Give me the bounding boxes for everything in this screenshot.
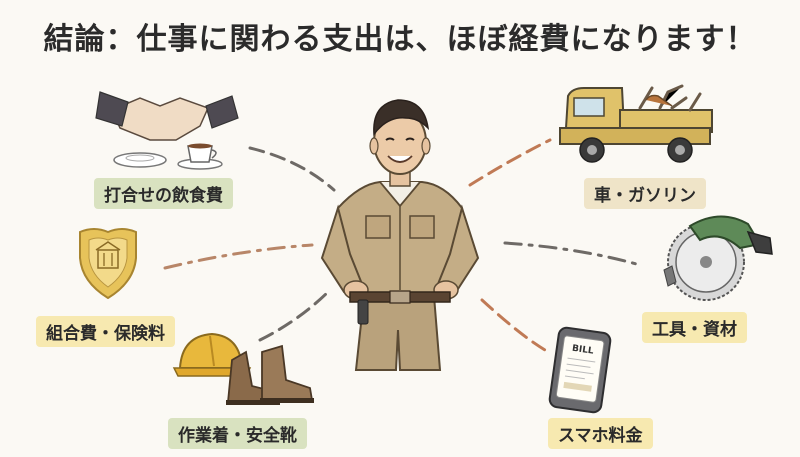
label-tools-materials: 工具・資材 xyxy=(642,312,747,343)
connector-truck xyxy=(468,138,552,187)
label-phone-bill: スマホ料金 xyxy=(548,418,653,449)
label-car-gasoline: 車・ガソリン xyxy=(584,178,706,209)
connector-lines xyxy=(163,138,642,352)
label-union-insurance: 組合費・保険料 xyxy=(36,316,175,347)
connector-meal xyxy=(248,146,336,192)
circular-saw-icon xyxy=(663,215,773,301)
helmet-boots-icon xyxy=(172,332,314,405)
worker-figure xyxy=(320,99,480,371)
connector-workwear xyxy=(258,288,332,342)
page-title: 結論：仕事に関わる支出は、ほぼ経費になります！ xyxy=(43,22,757,57)
shield-emblem-icon xyxy=(79,228,137,300)
connector-tools xyxy=(503,241,642,267)
connector-phone xyxy=(480,298,547,352)
bill-text: BILL xyxy=(571,344,594,357)
truck-icon xyxy=(559,84,713,163)
smartphone-bill-icon: BILL xyxy=(548,326,612,414)
connector-union xyxy=(163,243,314,270)
handshake-coffee-icon xyxy=(95,91,239,170)
label-workwear-boots: 作業着・安全靴 xyxy=(168,418,307,449)
label-meal-expenses: 打合せの飲食費 xyxy=(94,178,233,209)
